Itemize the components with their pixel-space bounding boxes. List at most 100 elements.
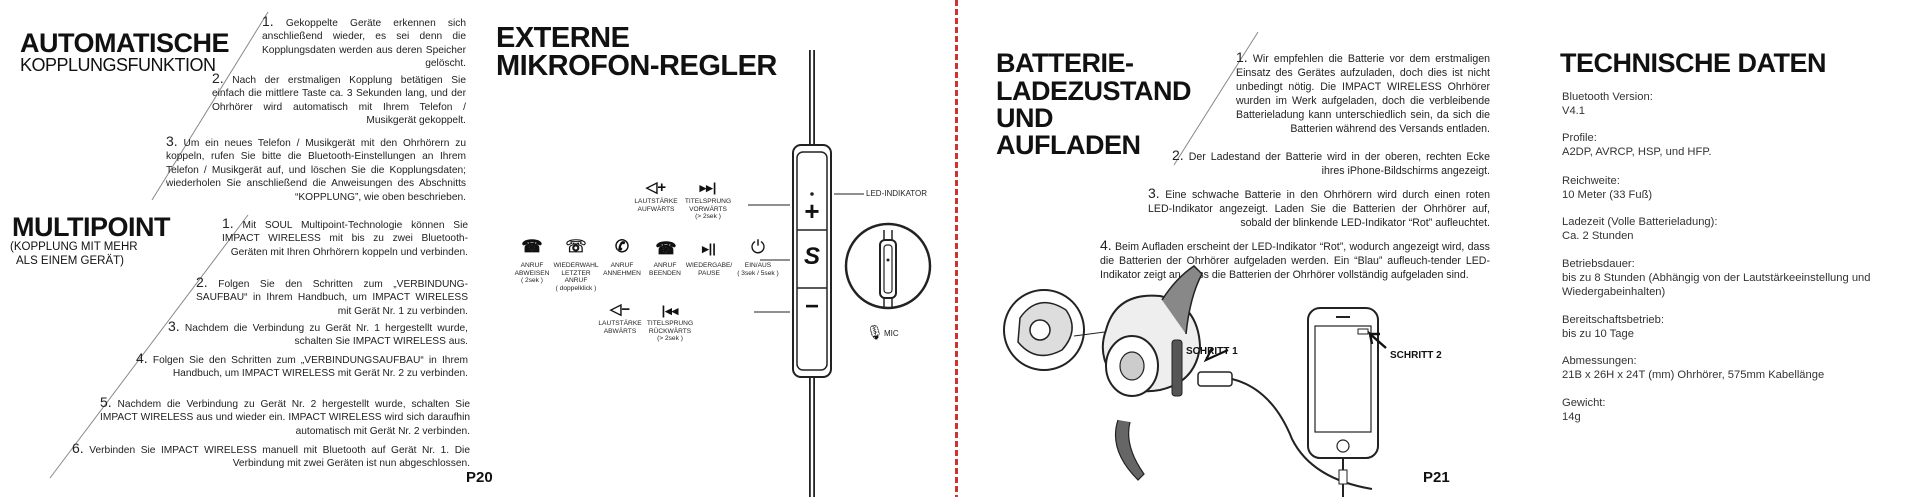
label-line: ABWEISEN [514, 269, 550, 277]
battery-title-4: AUFLADEN [996, 130, 1141, 160]
step-2-label: SCHRITT 2 [1390, 350, 1442, 361]
auto-pairing-title: AUTOMATISCHE [20, 28, 230, 58]
multipoint-step-1: 1. Mit SOUL Multipoint-Technologie könne… [222, 215, 468, 259]
step-text: Folgen Sie den Schritten zum „VERBINDUNG… [152, 355, 468, 380]
label-line: ABWÄRTS [603, 327, 637, 335]
label-line: VORWÄRTS [689, 205, 727, 213]
volume-down-button[interactable]: − [804, 293, 819, 320]
play-pause-icon: ▸|| [702, 241, 716, 256]
volume-up-button[interactable]: + [804, 196, 820, 226]
label-line: (> 2sek ) [657, 335, 683, 343]
spec-item: Ladezeit (Volle Batterieladung): Ca. 2 St… [1562, 215, 1902, 243]
page-number-right: P21 [1423, 469, 1450, 486]
previous-track-icon: |◂◂ [661, 303, 679, 318]
led-indicator-label: LED-INDIKATOR [866, 189, 928, 198]
charging-illustration [1003, 265, 1387, 497]
power-icon: ⏻ [750, 237, 766, 257]
mic-label: MIC [884, 329, 899, 338]
label-line: ANRUF [610, 262, 634, 269]
battery-step-1: 1. Wir empfehlen die Batterie vor dem er… [1236, 50, 1490, 136]
mic-control-title-2: MIKROFON-REGLER [496, 50, 777, 82]
volume-up-icon: ◁+ [645, 179, 667, 196]
spec-value: Ca. 2 Stunden [1562, 230, 1634, 242]
multipoint-step-3: 3. Nachdem die Verbindung zu Gerät Nr. 1… [168, 319, 468, 349]
previous-track-label: TITELSPRUNG RÜCKWÄRTS (> 2sek ) [642, 320, 698, 343]
page-number-left: P20 [466, 469, 493, 486]
battery-step-2: 2. Der Ladestand der Batterie wird in de… [1172, 148, 1490, 178]
step-number: 5. [100, 394, 112, 410]
spec-item: Bluetooth Version:V4.1 [1562, 90, 1902, 118]
spec-label: Reichweite: [1562, 175, 1620, 187]
spec-item: Bereitschaftsbetrieb: bis zu 10 Tage [1562, 313, 1902, 341]
step-number: 2. [212, 70, 224, 86]
reject-call-icon: ☎ [521, 237, 543, 256]
step-text: Beim Aufladen erscheint der LED-Indikato… [1100, 241, 1490, 281]
multipoint-step-2: 2. Folgen Sie den Schritten zum „VERBIND… [196, 274, 468, 318]
next-track-label: TITELSPRUNG VORWÄRTS (> 2sek ) [680, 198, 736, 221]
step-text: Eine schwache Batterie in den Ohrhörern … [1148, 189, 1490, 229]
manual-page-left: AUTOMATISCHE KOPPLUNGSFUNKTION 1. Gekopp… [0, 0, 955, 497]
step-text: Um ein neues Telefon / Musikgerät mit de… [166, 138, 466, 203]
reject-call-label: ANRUF ABWEISEN ( 2sek ) [510, 262, 554, 285]
power-label: EIN/AUS ( 3sek / 5sek ) [734, 262, 782, 277]
multipoint-subtitle-1: (KOPPLUNG MIT MEHR [10, 241, 138, 253]
volume-down-icon: ◁− [609, 301, 631, 318]
play-pause-label: WIEDERGABE/ PAUSE [684, 262, 734, 277]
step-text: Nachdem die Verbindung zu Gerät Nr. 1 he… [184, 323, 468, 348]
label-line: PAUSE [698, 269, 720, 277]
diagonal-divider-line [1173, 31, 1259, 166]
label-line: LETZTER [561, 269, 591, 277]
volume-up-label: LAUTSTÄRKE AUFWÄRTS [628, 198, 684, 213]
spec-label: Bluetooth Version: [1562, 91, 1653, 103]
answer-call-label: ANRUF ANNEHMEN [602, 262, 642, 277]
spec-value: 14g [1562, 411, 1581, 423]
spec-item: Profile:A2DP, AVRCP, HSP, und HFP. [1562, 131, 1902, 159]
spec-label: Betriebsdauer: [1562, 258, 1635, 270]
spec-value: bis zu 8 Stunden (Abhängig von der Lauts… [1562, 272, 1871, 298]
spec-item: Abmessungen: 21B x 26H x 24T (mm) Ohrhöre… [1562, 354, 1902, 382]
spec-value: 21B x 26H x 24T (mm) Ohrhörer, 575mm Kab… [1562, 369, 1825, 381]
multipoint-step-4: 4. Folgen Sie den Schritten zum „VERBIND… [136, 351, 468, 381]
spec-item: Gewicht: 14g [1562, 396, 1902, 424]
step-number: 6. [72, 440, 84, 456]
label-line: BEENDEN [649, 269, 681, 277]
battery-title-1: BATTERIE- [996, 48, 1134, 78]
label-line: LAUTSTÄRKE [634, 198, 678, 205]
spec-item: Betriebsdauer: bis zu 8 Stunden (Abhängig… [1562, 257, 1902, 299]
page-fold-divider [955, 0, 958, 497]
label-line: AUFWÄRTS [637, 205, 675, 213]
step-number: 1. [222, 215, 234, 231]
diagonal-divider-lines [49, 11, 269, 479]
spec-label: Abmessungen: [1562, 355, 1637, 367]
battery-step-4: 4. Beim Aufladen erscheint der LED-Indik… [1100, 238, 1490, 282]
spec-label: Bereitschaftsbetrieb: [1562, 314, 1664, 326]
answer-call-icon: ✆ [614, 237, 630, 256]
spec-value: 10 Meter (33 Fuß) [1562, 189, 1653, 201]
spec-label: Ladezeit (Volle Batterieladung): [1562, 216, 1718, 228]
multipoint-subtitle-2: ALS EINEM GERÄT) [16, 255, 124, 267]
step-text: Nach der erstmaligen Kopplung betätigen … [212, 75, 466, 127]
label-line: ANRUF [520, 262, 544, 269]
redial-icon: ☏ [565, 237, 587, 256]
step-text: Wir empfehlen die Batterie vor dem erstm… [1236, 53, 1490, 135]
label-line: TITELSPRUNG [684, 198, 732, 205]
battery-title-3: UND [996, 103, 1054, 133]
step-number: 3. [166, 133, 178, 149]
auto-pairing-subtitle: KOPPLUNGSFUNKTION [20, 55, 216, 75]
spec-value: bis zu 10 Tage [1562, 328, 1634, 340]
step-text: Mit SOUL Multipoint-Technologie können S… [222, 220, 468, 258]
manual-page-right: BATTERIE- LADEZUSTAND UND AUFLADEN 1. Wi… [958, 0, 1913, 497]
step-1-label: SCHRITT 1 [1186, 346, 1238, 357]
multifunction-button[interactable]: S [803, 243, 820, 270]
multipoint-step-5: 5. Nachdem die Verbindung zu Gerät Nr. 2… [100, 394, 470, 438]
battery-step-3: 3. Eine schwache Batterie in den Ohrhöre… [1148, 186, 1490, 230]
spec-label: Gewicht: [1562, 397, 1606, 409]
next-track-icon: ▸▸| [699, 180, 717, 195]
step-number: 2. [196, 274, 208, 290]
label-line: ANNEHMEN [603, 269, 641, 277]
spec-label: Profile: [1562, 132, 1597, 144]
step-text: Folgen Sie den Schritten zum „VERBINDUNG… [196, 279, 468, 317]
end-call-label: ANRUF BEENDEN [645, 262, 685, 277]
step-text: Nachdem die Verbindung zu Gerät Nr. 2 he… [100, 399, 470, 437]
spec-item: Reichweite: 10 Meter (33 Fuß) [1562, 174, 1902, 202]
